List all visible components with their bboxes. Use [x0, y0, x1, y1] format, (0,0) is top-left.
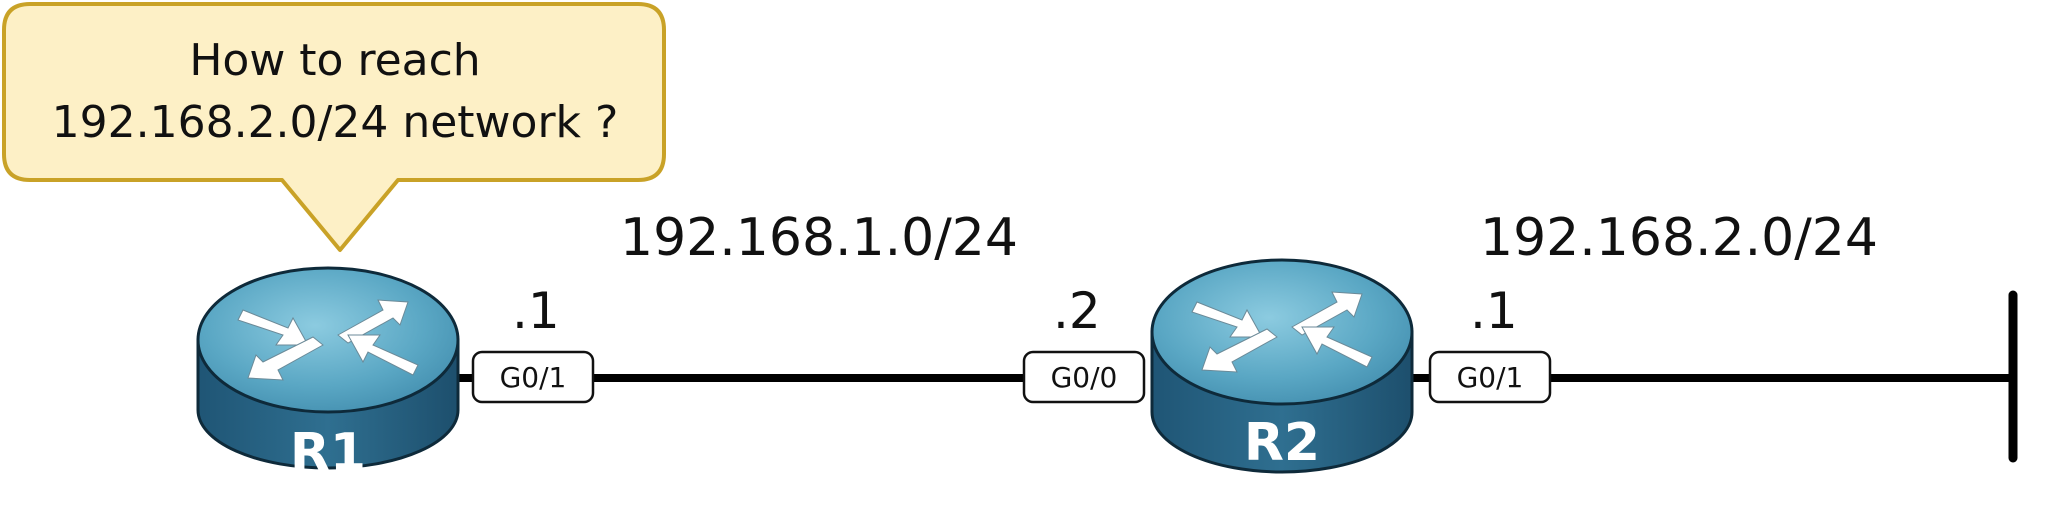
callout-line-1: How to reach [189, 35, 480, 86]
router-r2-top [1150, 258, 1414, 406]
callout-line-2: 192.168.2.0/24 network ? [52, 97, 619, 148]
router-r1[interactable]: R1 [196, 266, 460, 483]
r2-g0-0-ip: .2 [1053, 282, 1101, 340]
network-label-right: 192.168.2.0/24 [1480, 208, 1878, 268]
interface-label: G0/1 [500, 361, 567, 394]
router-r2-name: R2 [1244, 413, 1320, 473]
router-r2[interactable]: R2 [1150, 258, 1414, 474]
interface-badge-r2-g0-0[interactable]: G0/0 [1022, 350, 1146, 404]
router-r1-name: R1 [290, 423, 366, 483]
callout-bubble: How to reach 192.168.2.0/24 network ? [2, 2, 666, 252]
network-label-left: 192.168.1.0/24 [620, 208, 1018, 268]
interface-badge-r2-g0-1[interactable]: G0/1 [1428, 350, 1552, 404]
interface-label: G0/0 [1051, 361, 1118, 394]
router-r1-top [196, 266, 460, 414]
interface-badge-r1-g0-1[interactable]: G0/1 [471, 350, 595, 404]
r1-g0-1-ip: .1 [512, 282, 560, 340]
r2-g0-1-ip: .1 [1470, 282, 1518, 340]
interface-label: G0/1 [1457, 361, 1524, 394]
